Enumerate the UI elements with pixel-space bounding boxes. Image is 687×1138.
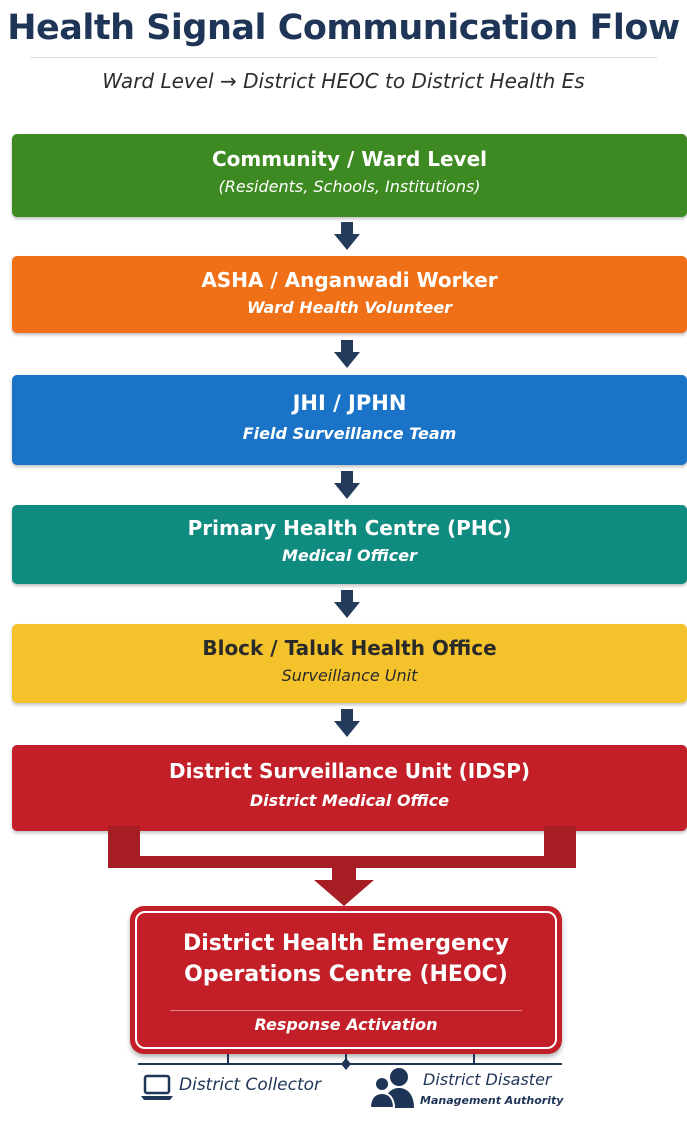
heoc-sublabel: Response Activation: [254, 1015, 438, 1034]
step-jhi-jphn: JHI / JPHN Field Surveillance Team: [12, 375, 687, 465]
step-label: Primary Health Centre (PHC): [187, 516, 512, 540]
disaster-authority-label-line2: Management Authority: [420, 1094, 564, 1107]
step-label: Community / Ward Level: [211, 147, 487, 171]
step-sublabel: Field Surveillance Team: [242, 424, 457, 443]
footer-connector: [138, 1054, 562, 1070]
heoc-divider: [170, 1010, 522, 1011]
title-divider: [30, 57, 657, 58]
heoc-box: District Health Emergency Operations Cen…: [130, 906, 562, 1054]
step-label: JHI / JPHN: [292, 391, 407, 415]
disaster-authority-label-line1: District Disaster: [423, 1070, 552, 1089]
diamond-icon: [341, 1058, 351, 1070]
page-subtitle: Ward Level → District HEOC to District H…: [102, 69, 585, 93]
heoc-title-line1: District Health Emergency: [182, 931, 509, 956]
heoc-title: District Health Emergency Operations Cen…: [130, 928, 562, 990]
district-collector-label: District Collector: [179, 1075, 322, 1095]
merge-connector: [108, 826, 576, 906]
step-block-taluk-health-office: Block / Taluk Health Office Surveillance…: [12, 624, 687, 703]
step-community-ward-level: Community / Ward Level (Residents, Schoo…: [12, 134, 687, 217]
people-icon: [370, 1068, 414, 1109]
step-district-surveillance-unit: District Surveillance Unit (IDSP) Distri…: [12, 745, 687, 831]
laptop-icon: [141, 1074, 173, 1100]
step-sublabel: Ward Health Volunteer: [246, 298, 453, 317]
heoc-inner-border: [135, 911, 557, 1049]
step-label: Block / Taluk Health Office: [202, 636, 497, 660]
down-arrow-icon: [334, 471, 360, 499]
step-primary-health-centre: Primary Health Centre (PHC) Medical Offi…: [12, 505, 687, 584]
down-arrow-icon: [334, 590, 360, 618]
step-sublabel: (Residents, Schools, Institutions): [218, 177, 481, 196]
down-arrow-icon: [334, 340, 360, 368]
step-sublabel: District Medical Office: [249, 791, 450, 810]
down-arrow-icon: [314, 868, 374, 906]
down-arrow-icon: [334, 222, 360, 250]
step-asha-anganwadi: ASHA / Anganwadi Worker Ward Health Volu…: [12, 256, 687, 333]
step-sublabel: Surveillance Unit: [281, 666, 418, 685]
step-label: District Surveillance Unit (IDSP): [168, 759, 531, 783]
step-label: ASHA / Anganwadi Worker: [201, 268, 498, 292]
step-sublabel: Medical Officer: [281, 546, 418, 565]
page-title: Health Signal Communication Flow: [7, 8, 680, 48]
heoc-title-line2: Operations Centre (HEOC): [184, 962, 508, 987]
down-arrow-icon: [334, 709, 360, 737]
